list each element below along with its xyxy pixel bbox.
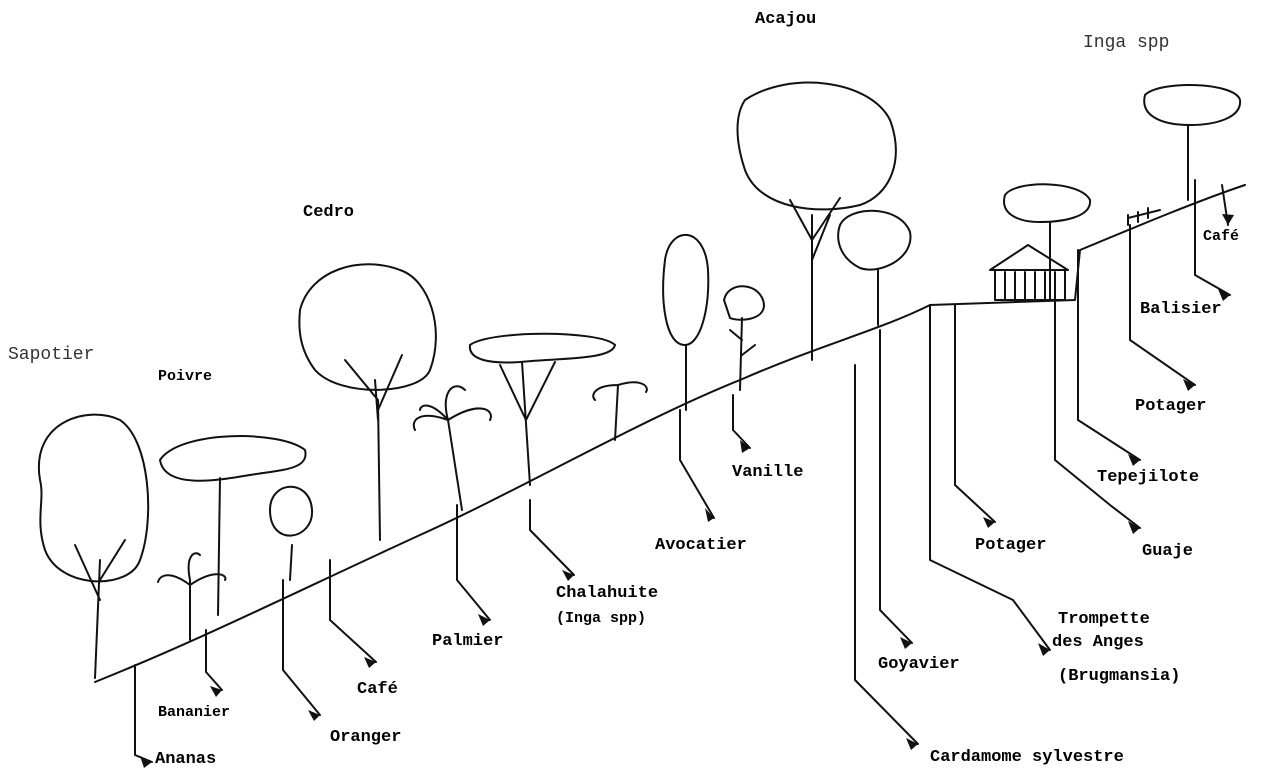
vanille-plant: [722, 285, 766, 391]
house-drawing: [989, 244, 1069, 301]
label-avocatier: Avocatier: [655, 536, 747, 555]
label-des-anges: des Anges: [1052, 633, 1144, 652]
label-trompette: Trompette: [1058, 610, 1150, 629]
small-palm: [592, 381, 648, 441]
label-cafe-right: Café: [1203, 228, 1240, 245]
palmier-tree: [412, 385, 492, 511]
label-ananas: Ananas: [155, 750, 217, 769]
label-chalahuite-sub: (Inga spp): [556, 610, 647, 627]
ground-slope-line: [94, 184, 1246, 683]
label-oranger: Oranger: [330, 728, 402, 747]
sapotier-tree: [37, 413, 150, 679]
label-vanille: Vanille: [732, 463, 804, 482]
fence: [1127, 207, 1161, 226]
label-cafe-left: Café: [357, 680, 398, 699]
label-guaje: Guaje: [1142, 542, 1194, 561]
arrow-heads: [140, 214, 1234, 768]
label-brugmansia: (Brugmansia): [1058, 667, 1181, 686]
cedro-tree: [298, 263, 437, 541]
bananier-plant: [157, 552, 227, 641]
label-sapotier: Sapotier: [8, 345, 95, 365]
label-goyavier: Goyavier: [878, 655, 960, 674]
oranger-tree: [268, 485, 314, 581]
label-potager-mid: Potager: [975, 536, 1047, 555]
label-palmier: Palmier: [432, 632, 504, 651]
label-potager-right: Potager: [1135, 397, 1207, 416]
goyavier-tree: [837, 209, 912, 326]
label-cardamome: Cardamome sylvestre: [930, 748, 1124, 767]
label-inga-spp: Inga spp: [1083, 33, 1170, 53]
label-poivre: Poivre: [158, 368, 213, 385]
avocatier-tree: [662, 233, 710, 411]
chalahuite-tree: [468, 332, 617, 486]
label-cedro: Cedro: [303, 203, 355, 222]
leader-lines: [134, 179, 1231, 763]
label-bananier: Bananier: [158, 704, 231, 721]
inga-tree: [1143, 83, 1242, 201]
potager-mid-tree: [1003, 183, 1092, 301]
acajou-tree: [736, 81, 897, 361]
poivre-tree: [158, 435, 307, 616]
label-balisier: Balisier: [1140, 300, 1222, 319]
label-tepejilote: Tepejilote: [1097, 468, 1200, 487]
label-chalahuite: Chalahuite: [556, 584, 659, 603]
label-acajou: Acajou: [755, 10, 817, 29]
